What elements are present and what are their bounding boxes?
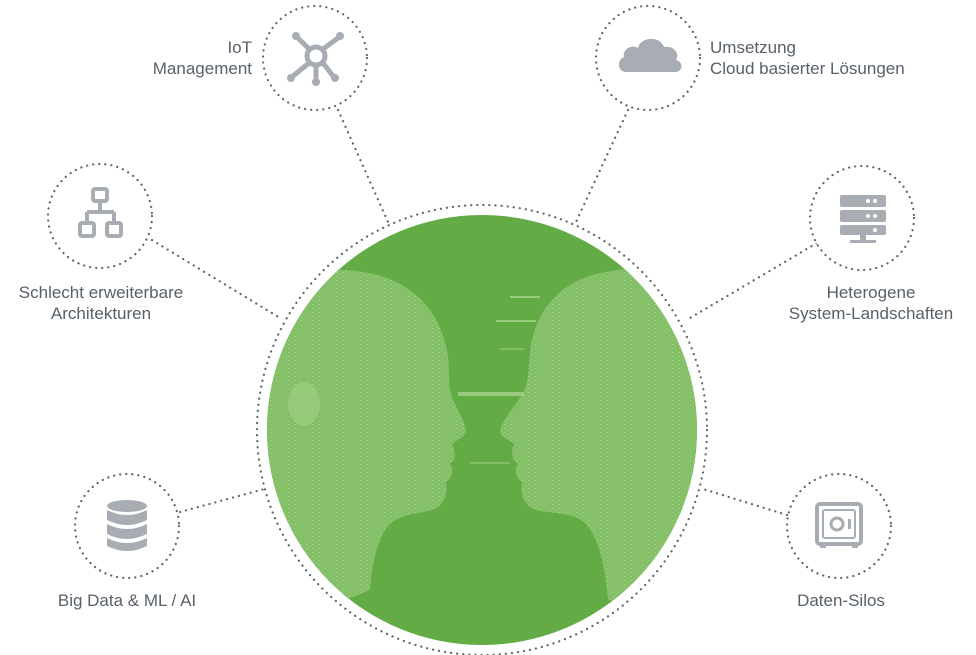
cloud-icon	[618, 38, 682, 72]
connector-heterogeneous	[688, 238, 824, 320]
label-architecture-line2: Architekturen	[50, 304, 152, 323]
connector-cloud	[574, 108, 630, 224]
connector-silos	[698, 486, 789, 517]
node-bigdata	[73, 472, 181, 580]
center-image	[255, 203, 709, 655]
node-cloud	[594, 4, 702, 112]
network-hub-icon	[287, 32, 344, 86]
connector-lines	[150, 108, 824, 517]
node-bigdata-ring	[73, 472, 181, 580]
label-architecture-line1: Schlecht erweiterbare	[18, 283, 184, 302]
left-face-texture	[267, 270, 466, 640]
label-architecture: Schlecht erweiterbare Architekturen	[0, 282, 202, 324]
label-bigdata: Big Data & ML / AI	[22, 590, 232, 611]
connector-architecture	[150, 238, 282, 320]
left-face-ear	[288, 382, 320, 426]
node-silos	[785, 472, 893, 580]
label-bigdata-line1: Big Data & ML / AI	[57, 591, 197, 610]
label-cloud-line1: Umsetzung	[710, 38, 796, 57]
node-iot	[261, 4, 369, 112]
label-iot: IoT Management	[153, 37, 252, 79]
sitemap-icon	[78, 187, 123, 238]
safe-icon	[815, 502, 863, 548]
center-circle-outline	[255, 203, 709, 655]
label-silos: Daten-Silos	[756, 590, 926, 611]
node-architecture	[46, 162, 154, 270]
label-silos-line1: Daten-Silos	[797, 591, 885, 610]
node-silos-ring	[785, 472, 893, 580]
connector-bigdata	[178, 486, 270, 514]
node-iot-ring	[261, 4, 369, 112]
connector-iot	[336, 108, 390, 224]
label-cloud-line2: Cloud basierter Lösungen	[710, 59, 905, 78]
glitch-streaks	[458, 296, 540, 464]
node-architecture-ring	[46, 162, 154, 270]
label-heterogeneous: Heterogene System-Landschaften	[766, 282, 976, 324]
node-heterogeneous	[808, 164, 916, 272]
server-icon	[840, 195, 886, 243]
label-iot-line2: Management	[152, 59, 252, 78]
label-cloud: Umsetzung Cloud basierter Lösungen	[710, 37, 905, 79]
database-icon	[107, 500, 147, 551]
label-heterogeneous-line2: System-Landschaften	[788, 304, 954, 323]
label-iot-line1: IoT	[227, 38, 252, 57]
label-heterogeneous-line1: Heterogene	[826, 283, 916, 302]
